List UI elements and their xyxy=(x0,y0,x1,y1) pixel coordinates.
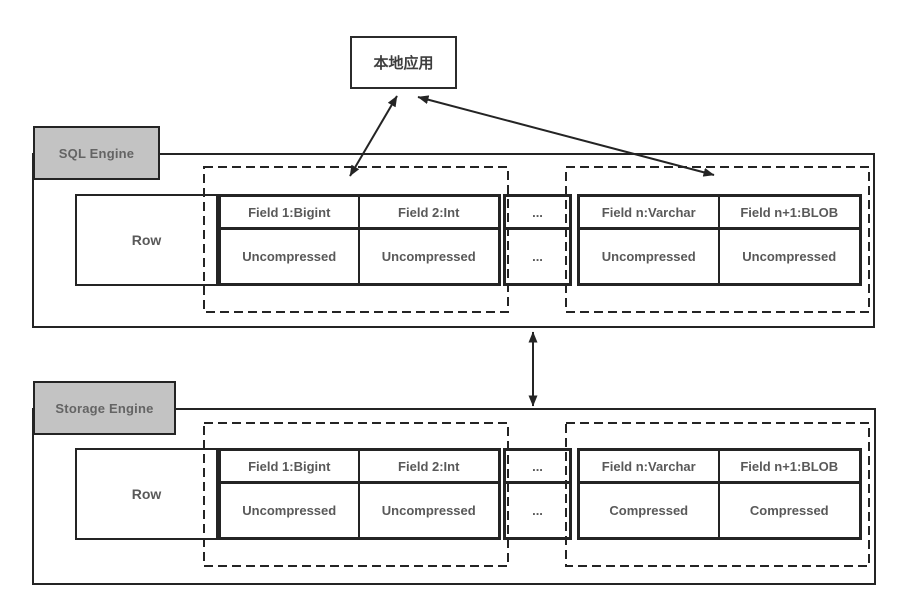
storage-left-field-group: Field 1:Bigint Field 2:Int Uncompressed … xyxy=(218,448,501,540)
storage-engine-label: Storage Engine xyxy=(33,381,176,435)
field-state-cell: Uncompressed xyxy=(719,230,859,283)
field-state-cell: Uncompressed xyxy=(221,484,360,537)
field-name-cell: Field n:Varchar xyxy=(580,451,720,484)
ellipsis-cell: ... xyxy=(506,197,569,230)
sql-engine-label: SQL Engine xyxy=(33,126,160,180)
ellipsis-cell: ... xyxy=(506,230,569,283)
field-state-cell: Compressed xyxy=(580,484,720,537)
ellipsis-cell: ... xyxy=(506,484,569,537)
sql-left-field-group: Field 1:Bigint Field 2:Int Uncompressed … xyxy=(218,194,501,286)
field-name-cell: Field 2:Int xyxy=(359,451,498,484)
field-state-cell: Compressed xyxy=(719,484,859,537)
storage-right-field-group: Field n:Varchar Field n+1:BLOB Compresse… xyxy=(577,448,862,540)
sql-ellipsis-cell: ... ... xyxy=(503,194,572,286)
field-name-cell: Field 2:Int xyxy=(359,197,498,230)
field-name-cell: Field 1:Bigint xyxy=(221,197,360,230)
field-name-cell: Field n:Varchar xyxy=(580,197,720,230)
field-state-cell: Uncompressed xyxy=(221,230,360,283)
local-app-box: 本地应用 xyxy=(350,36,457,89)
ellipsis-cell: ... xyxy=(506,451,569,484)
storage-engine-box xyxy=(32,408,876,585)
sql-right-field-group: Field n:Varchar Field n+1:BLOB Uncompres… xyxy=(577,194,862,286)
field-state-cell: Uncompressed xyxy=(359,230,498,283)
field-state-cell: Uncompressed xyxy=(580,230,720,283)
storage-ellipsis-cell: ... ... xyxy=(503,448,572,540)
field-name-cell: Field n+1:BLOB xyxy=(719,197,859,230)
sql-row-cell: Row xyxy=(75,194,218,286)
field-name-cell: Field n+1:BLOB xyxy=(719,451,859,484)
field-state-cell: Uncompressed xyxy=(359,484,498,537)
field-name-cell: Field 1:Bigint xyxy=(221,451,360,484)
storage-row-cell: Row xyxy=(75,448,218,540)
